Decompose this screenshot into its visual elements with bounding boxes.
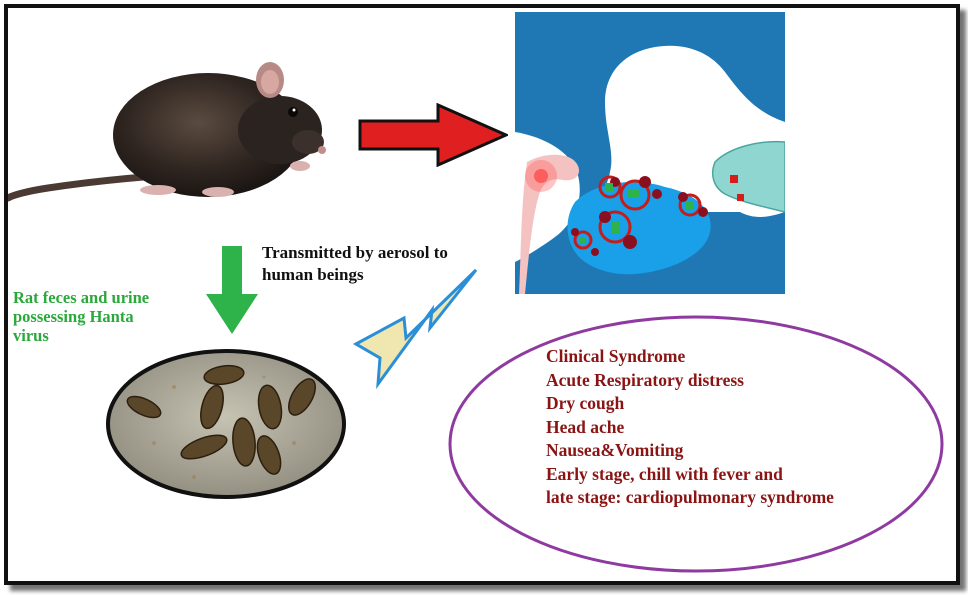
symptom-item: Acute Respiratory distress: [546, 369, 744, 390]
symptom-item: Dry cough: [546, 393, 625, 413]
clinical-syndrome-ellipse: [448, 315, 944, 573]
rat-illustration: [8, 62, 326, 202]
face-mask: [712, 140, 785, 213]
clinical-syndrome-title: Clinical Syndrome: [546, 346, 686, 366]
symptom-item: Nausea&Vomiting: [546, 440, 684, 460]
rat-feces-label-line: virus: [13, 326, 49, 345]
transmission-label-line: human beings: [262, 265, 364, 284]
symptom-item: late stage: cardiopulmonary syndrome: [546, 487, 834, 507]
feces-dish: [106, 349, 346, 499]
rat-feces-label-line: Rat feces and urine: [13, 288, 150, 307]
clinical-syndrome-list: Clinical Syndrome Acute Respiratory dist…: [546, 345, 926, 510]
rat-feces-label-line: possessing Hanta: [13, 307, 134, 326]
green-arrow-down: [206, 246, 258, 334]
transmission-label-line: Transmitted by aerosol to: [262, 243, 448, 262]
red-arrow-right: [358, 103, 508, 167]
symptom-item: Head ache: [546, 416, 625, 437]
rat-feces-label: Rat feces and urine possessing Hanta vir…: [13, 288, 203, 345]
transmission-label: Transmitted by aerosol to human beings: [262, 242, 522, 286]
symptom-item: Early stage, chill with fever and: [546, 463, 783, 484]
lightning-bolt: [352, 268, 478, 390]
aerosol-airway-illustration: [515, 12, 785, 294]
